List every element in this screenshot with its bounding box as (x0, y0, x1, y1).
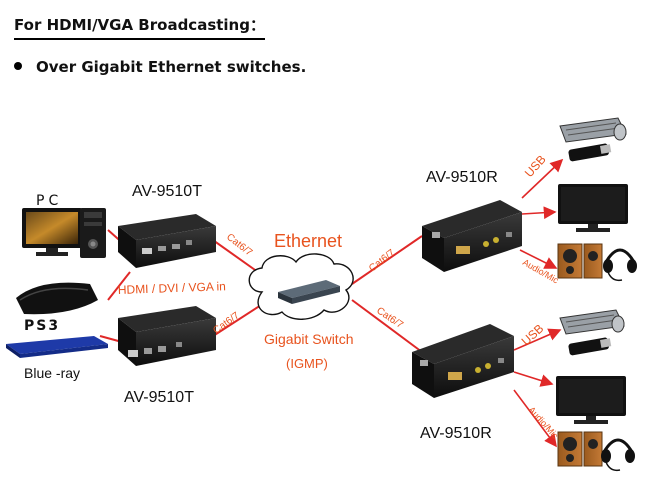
audio-arrow-bottom (513, 389, 557, 448)
output-set-top (557, 117, 637, 282)
source-ps3: PS3 (16, 282, 98, 334)
cable-label-tx-top: Cat6/7 (224, 232, 254, 259)
receiver-bottom-label: AV-9510R (420, 425, 492, 442)
video-arrow-bottom (513, 371, 554, 387)
hdmi-in-line-mid (107, 271, 131, 301)
transmitter-bottom-label: AV-9510T (124, 389, 194, 406)
mouse-icon (611, 315, 625, 333)
headset-icon (603, 248, 637, 282)
pc-label: PC (36, 193, 62, 209)
source-pc: PC (22, 193, 106, 258)
ps3-label: PS3 (24, 318, 60, 334)
receiver-bottom: AV-9510R (412, 324, 514, 442)
bullet-dot-icon (14, 61, 22, 70)
keyboard-icon (559, 117, 627, 143)
mouse-icon (613, 123, 627, 141)
protocol-label: (IGMP) (286, 356, 328, 371)
usb-label-bottom: USB (519, 321, 547, 348)
input-label: HDMI / DVI / VGA in (118, 279, 226, 297)
monitor-icon (558, 184, 628, 232)
cat-line-rx-bottom (351, 299, 423, 353)
cable-label-tx-bottom: Cat6/7 (211, 310, 242, 336)
usb-stick-icon (568, 337, 612, 356)
transmitter-box-icon (118, 306, 216, 366)
audio-label-top: Audio/Mic (521, 257, 561, 286)
usb-arrow-bottom (513, 328, 562, 351)
audio-label-bottom: Audio/Mic (527, 405, 561, 441)
receiver-top-label: AV-9510R (426, 169, 498, 186)
connection-lines (99, 158, 564, 448)
usb-arrow-top (521, 158, 564, 199)
bullet-item: Over Gigabit Ethernet switches. (14, 58, 306, 76)
cat-line-rx-top (351, 235, 423, 285)
transmitter-bottom: AV-9510T (118, 306, 216, 406)
receiver-box-icon (422, 200, 522, 272)
audio-arrow-top (519, 249, 558, 269)
transmitter-box-icon (118, 214, 216, 268)
bullet-text: Over Gigabit Ethernet switches. (36, 58, 307, 76)
monitor-icon (22, 208, 82, 256)
ps3-console-icon (16, 282, 98, 315)
transmitter-top: AV-9510T (118, 183, 216, 268)
receiver-top: AV-9510R (422, 169, 522, 272)
pc-tower-icon (80, 208, 106, 258)
speaker-icon (557, 431, 603, 467)
output-set-bottom (556, 309, 635, 472)
source-bluray: Blue -ray (6, 336, 108, 381)
switch-icon (278, 280, 340, 304)
bluray-label: Blue -ray (24, 365, 80, 381)
cable-label-rx-top: Cat6/7 (367, 247, 397, 274)
switch-label: Gigabit Switch (264, 331, 353, 347)
usb-stick-icon (568, 143, 612, 162)
bluray-player-icon (6, 336, 108, 358)
speaker-icon (557, 243, 603, 279)
transmitter-top-label: AV-9510T (132, 183, 202, 200)
section-heading: For HDMI/VGA Broadcasting： (14, 14, 265, 40)
video-arrow-top (521, 206, 557, 220)
monitor-icon (556, 376, 626, 424)
headset-icon (601, 438, 635, 472)
receiver-box-icon (412, 324, 514, 398)
network-label: Ethernet (274, 231, 342, 251)
